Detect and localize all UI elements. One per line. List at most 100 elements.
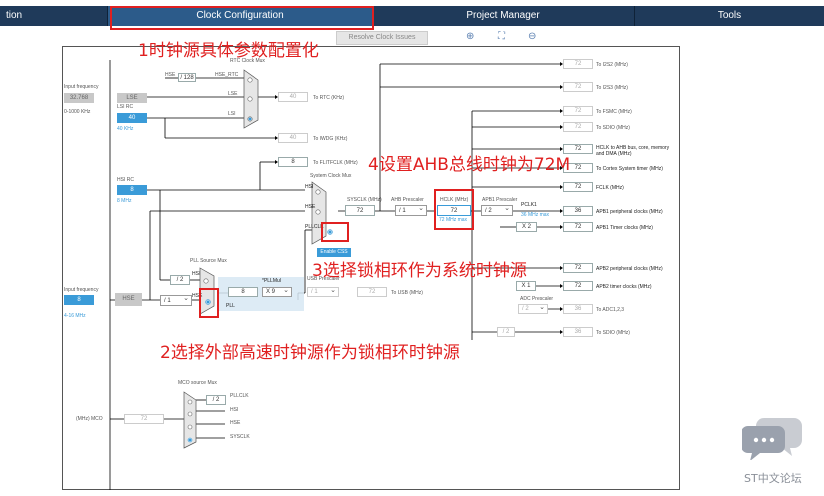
zoom-in-icon[interactable]: ⊕ (466, 31, 475, 42)
usb-output-box: 72 (357, 287, 387, 297)
usb-output-label: To USB (MHz) (391, 290, 423, 296)
pll-hsi-divider-box: / 2 (170, 275, 190, 285)
mco-output-box: 72 (124, 414, 164, 424)
annotation-step-4: 4设置AHB总线时钟为72M (368, 155, 571, 175)
iwdg-output-box: 40 (278, 133, 308, 143)
rtc-mux-label: RTC Clock Mux (230, 58, 265, 64)
hsi-frequency-label: 8 MHz (117, 198, 132, 204)
hse-input-frequency-label: Input frequency (64, 287, 99, 293)
adc-output-label: To ADC1,2,3 (596, 307, 625, 313)
highlight-pllclk-select (321, 222, 349, 242)
sysclk-pllclk-input-label: PLLCLK (305, 224, 324, 230)
mco-mux-shape (183, 391, 197, 449)
pll-input-box: 8 (228, 287, 258, 297)
apb1-prescaler-select[interactable]: / 2 (481, 204, 513, 216)
resolve-clock-issues-button[interactable]: Resolve Clock Issues (336, 31, 428, 45)
pclk1-label: PCLK1 (521, 202, 537, 208)
rtc-hse-label: HSE (165, 72, 176, 78)
tab-divider (634, 6, 635, 26)
i2s2-output-label: To I2S2 (MHz) (596, 62, 628, 68)
pllmul-select[interactable]: X 9 (262, 286, 292, 297)
lse-block: LSE (117, 93, 147, 103)
enable-css-button[interactable]: Enable CSS (317, 248, 351, 257)
sdio2-output-box: 36 (563, 327, 593, 337)
usb-prescaler-select[interactable]: / 1 (307, 286, 339, 297)
fclk-output-box: 72 (563, 182, 593, 192)
fsmc-output-label: To FSMC (MHz) (596, 109, 632, 115)
apb1-timer-output-box: 72 (563, 222, 593, 232)
cortex-timer-output-box: 72 (563, 163, 593, 173)
zoom-out-icon[interactable]: ⊖ (528, 31, 537, 42)
apb1-timer-multiplier: X 2 (516, 222, 537, 232)
tab-clock-configuration[interactable]: Clock Configuration (108, 6, 372, 26)
apb2-timer-output-label: APB2 timer clocks (MHz) (596, 284, 652, 290)
i2s3-output-label: To I2S3 (MHz) (596, 85, 628, 91)
mco-mux-label: MCO source Mux (178, 380, 217, 386)
apb2-peripheral-output-label: APB2 peripheral clocks (MHz) (596, 266, 663, 272)
apb1-timer-output-label: APB1 Timer clocks (MHz) (596, 225, 653, 231)
hse-prediv-select[interactable]: / 1 (160, 294, 192, 306)
annotation-step-3: 3选择锁相环作为系统时钟源 (312, 261, 527, 281)
sdio-output-box: 72 (563, 122, 593, 132)
rtc-output-label: To RTC (KHz) (313, 95, 345, 101)
hsi-block: 8 (117, 185, 147, 195)
hsi-rc-label: HSI RC (117, 177, 134, 183)
highlight-pll-hse-select (199, 288, 219, 318)
hclk-max-label: 72 MHz max (439, 217, 468, 223)
lsi-frequency-label: 40 KHz (117, 126, 134, 132)
ahb-prescaler-select[interactable]: / 1 (395, 204, 427, 216)
highlight-clock-config-tab (110, 6, 374, 30)
rtc-div128-box: / 128 (178, 73, 196, 82)
apb2-peripheral-output-box: 72 (563, 263, 593, 273)
pll-hse-input-label: HSE (192, 293, 203, 299)
rtc-lsi-input-label: LSI (228, 111, 236, 117)
adc-prescaler-label: ADC Prescaler (520, 296, 554, 302)
hse-rtc-label: HSE_RTC (215, 72, 239, 78)
hse-frequency-input[interactable]: 8 (64, 295, 94, 305)
adc-prescaler-select[interactable]: / 2 (518, 303, 548, 314)
usb-prescaler-label: USB Prescaler (307, 276, 340, 282)
pll-hsi-input-label: HSI (192, 271, 201, 277)
sysclk-hsi-input-label: HSI (305, 184, 314, 190)
highlight-hclk (434, 189, 474, 230)
fit-view-icon[interactable]: ⛶ (498, 31, 505, 42)
hclk-input[interactable]: 72 (437, 205, 471, 216)
apb1-peripheral-output-label: APB1 peripheral clocks (MHz) (596, 209, 663, 215)
flitfclk-output-box: 8 (278, 157, 308, 167)
ahb-prescaler-label: AHB Prescaler (391, 197, 424, 203)
lse-range-label: 0-1000 KHz (64, 109, 91, 115)
tab-pinout-configuration[interactable]: tion (6, 10, 23, 21)
lse-input-frequency-label: Input frequency (64, 84, 99, 90)
sdio-divider-box: / 2 (497, 327, 515, 337)
lsi-rc-label: LSI RC (117, 104, 134, 110)
sysclk-value-box: 72 (345, 205, 375, 216)
hse-range-label: 4-16 MHz (64, 313, 86, 319)
mco-sysclk-label: SYSCLK (230, 434, 250, 440)
sysclk-mux-label: System Clock Mux (310, 173, 352, 179)
forum-chat-icon (742, 418, 802, 460)
cortex-timer-output-label: To Cortex System timer (MHz) (596, 166, 663, 172)
pll-source-mux-label: PLL Source Mux (190, 258, 227, 264)
hclk-ahb-output-box: 72 (563, 144, 593, 154)
i2s3-output-box: 72 (563, 82, 593, 92)
rtc-lse-input-label: LSE (228, 91, 238, 97)
flitfclk-output-label: To FLITFCLK (MHz) (313, 160, 358, 166)
rtc-output-box: 40 (278, 92, 308, 102)
pclk1-max-label: 36 MHz max (521, 212, 550, 218)
annotation-step-1: 1时钟源具体参数配置化 (138, 41, 319, 61)
tab-tools[interactable]: Tools (717, 10, 742, 21)
hse-block: HSE (115, 293, 142, 306)
mco-hse-label: HSE (230, 420, 241, 426)
pll-label: PLL (226, 303, 235, 309)
hclk-ahb-output-label: HCLK to AHB bus, core, memory and DMA (M… (596, 145, 670, 157)
adc-output-box: 36 (563, 304, 593, 314)
sdio2-output-label: To SDIO (MHz) (596, 330, 630, 336)
lsi-block: 40 (117, 113, 147, 123)
lse-frequency-input[interactable]: 32.768 (64, 93, 94, 103)
fsmc-output-box: 72 (563, 106, 593, 116)
apb1-peripheral-output-box: 36 (563, 206, 593, 216)
tab-project-manager[interactable]: Project Manager (466, 10, 540, 21)
fclk-output-label: FCLK (MHz) (596, 185, 624, 191)
sysclk-hse-input-label: HSE (305, 204, 316, 210)
